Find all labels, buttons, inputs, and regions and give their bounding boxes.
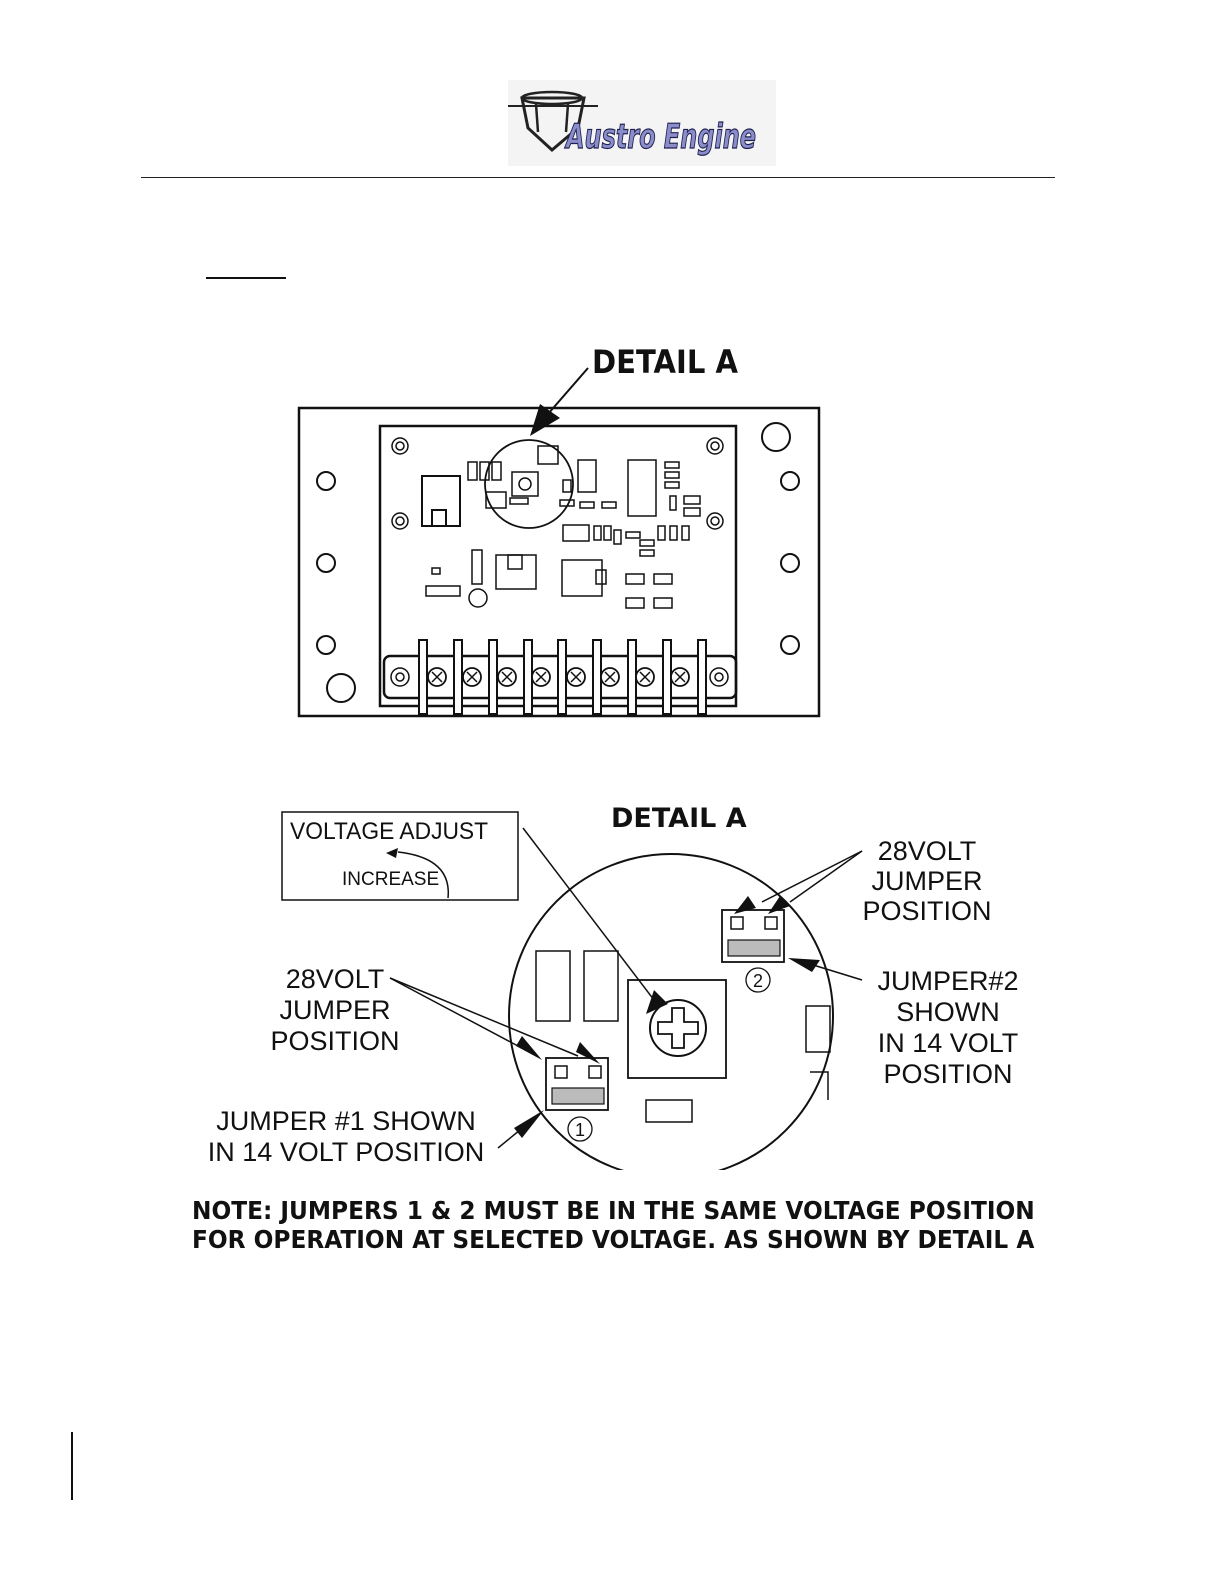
- terminal-divider: [593, 640, 601, 714]
- note-line-2: FOR OPERATION AT SELECTED VOLTAGE. AS SH…: [192, 1225, 1010, 1254]
- jumper-note: NOTE: JUMPERS 1 & 2 MUST BE IN THE SAME …: [192, 1196, 1010, 1254]
- terminal-divider: [698, 640, 706, 714]
- header-rule: [141, 177, 1055, 178]
- jumper1-shown-label: JUMPER #1 SHOWN IN 14 VOLT POSITION: [190, 1106, 502, 1168]
- jumper2-28volt-label: 28VOLT JUMPER POSITION: [852, 836, 1002, 926]
- brand-wordmark: Austro Engine: [564, 117, 756, 157]
- detail-a-circle: [485, 440, 573, 528]
- increase-label: INCREASE: [342, 869, 439, 891]
- terminal-divider: [454, 640, 462, 714]
- jumper-1-number: 1: [575, 1120, 585, 1140]
- jumper2-shown-label: JUMPER#2 SHOWN IN 14 VOLT POSITION: [862, 966, 1034, 1090]
- pcb-board-figure: DETAIL A: [0, 330, 1224, 730]
- detail-a-callout: DETAIL A: [592, 343, 738, 381]
- terminal-divider: [558, 640, 566, 714]
- terminal-divider: [489, 640, 497, 714]
- detail-a-figure: 1 2: [0, 790, 1224, 1170]
- footer-bar: [71, 1432, 73, 1500]
- header-logo: Austro Engine: [508, 80, 776, 166]
- potentiometer: [628, 980, 726, 1078]
- terminal-divider: [663, 640, 671, 714]
- terminal-divider: [628, 640, 636, 714]
- detail-a-title: DETAIL A: [611, 803, 747, 834]
- voltage-adjust-title: VOLTAGE ADJUST: [290, 818, 488, 846]
- terminal-posts: [419, 640, 706, 714]
- jumper-2-number: 2: [753, 971, 763, 991]
- note-line-1: NOTE: JUMPERS 1 & 2 MUST BE IN THE SAME …: [192, 1196, 1010, 1225]
- terminal-divider: [524, 640, 532, 714]
- austro-engine-logo: Austro Engine: [508, 80, 776, 166]
- jumper1-28volt-label: 28VOLT JUMPER POSITION: [260, 964, 410, 1057]
- terminal-divider: [419, 640, 427, 714]
- section-heading-underline: [206, 277, 286, 279]
